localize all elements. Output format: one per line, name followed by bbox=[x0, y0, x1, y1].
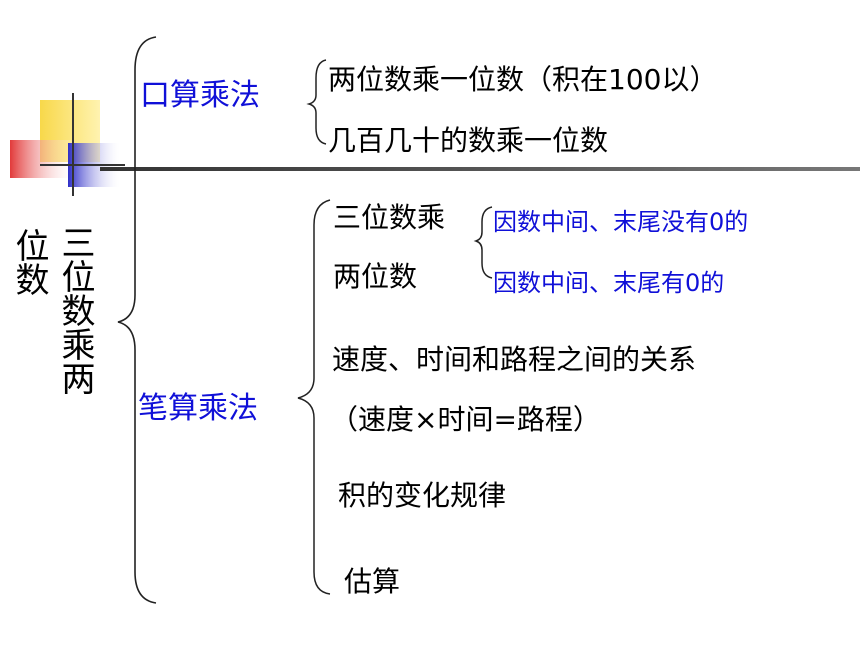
written-label: 笔算乘法 bbox=[138, 391, 258, 426]
root-label-line2: 位数 bbox=[9, 228, 49, 296]
mental-item-1: 两位数乘一位数（积在100以） bbox=[328, 63, 718, 96]
mental-brace bbox=[306, 59, 327, 145]
written-item-1: 速度、时间和路程之间的关系 bbox=[332, 343, 697, 376]
mental-item-2: 几百几十的数乘一位数 bbox=[328, 124, 609, 157]
written-sub-label-1: 三位数乘 bbox=[333, 201, 446, 234]
written-item-4: 估算 bbox=[344, 565, 401, 598]
factor-brace bbox=[473, 206, 493, 279]
written-item-3: 积的变化规律 bbox=[338, 479, 507, 512]
main-brace bbox=[117, 36, 157, 604]
factor-item-1: 因数中间、末尾没有0的 bbox=[493, 208, 749, 236]
written-brace bbox=[297, 199, 331, 595]
mental-label: 口算乘法 bbox=[140, 78, 260, 113]
written-item-2: （速度×时间=路程） bbox=[330, 403, 601, 436]
written-sub-label-2: 两位数 bbox=[333, 260, 418, 293]
divider-line bbox=[100, 167, 860, 171]
root-label-line1: 三位数乘两 bbox=[55, 225, 95, 395]
factor-item-2: 因数中间、末尾有0的 bbox=[493, 269, 725, 297]
logo-squares bbox=[10, 93, 125, 196]
